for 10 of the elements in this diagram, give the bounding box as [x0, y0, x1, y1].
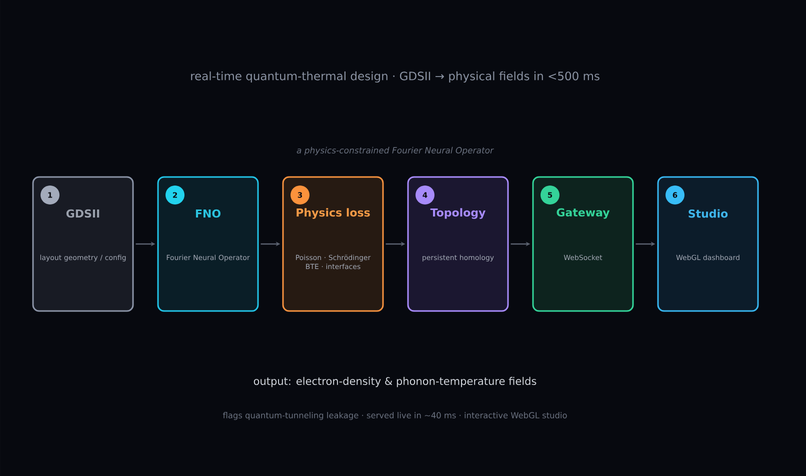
- footer-note: flags quantum-tunneling leakage · served live in ~40 ms · interactive WebGL studio: [222, 412, 567, 420]
- card-heading: Physics loss: [296, 208, 370, 219]
- tagline: a physics-constrained Fourier Neural Operator: [296, 146, 494, 156]
- card-heading: FNO: [196, 209, 220, 218]
- card-heading: GDSII: [66, 209, 100, 218]
- card-heading: Topology: [430, 208, 486, 219]
- card-heading: Gateway: [556, 208, 610, 219]
- subtitle: real-time quantum-thermal design · GDSII → physical fields in <500 ms: [191, 71, 600, 83]
- card-heading: Studio: [688, 209, 728, 218]
- output-note: output: electron-density & phonon-temperature fields: [254, 376, 536, 388]
